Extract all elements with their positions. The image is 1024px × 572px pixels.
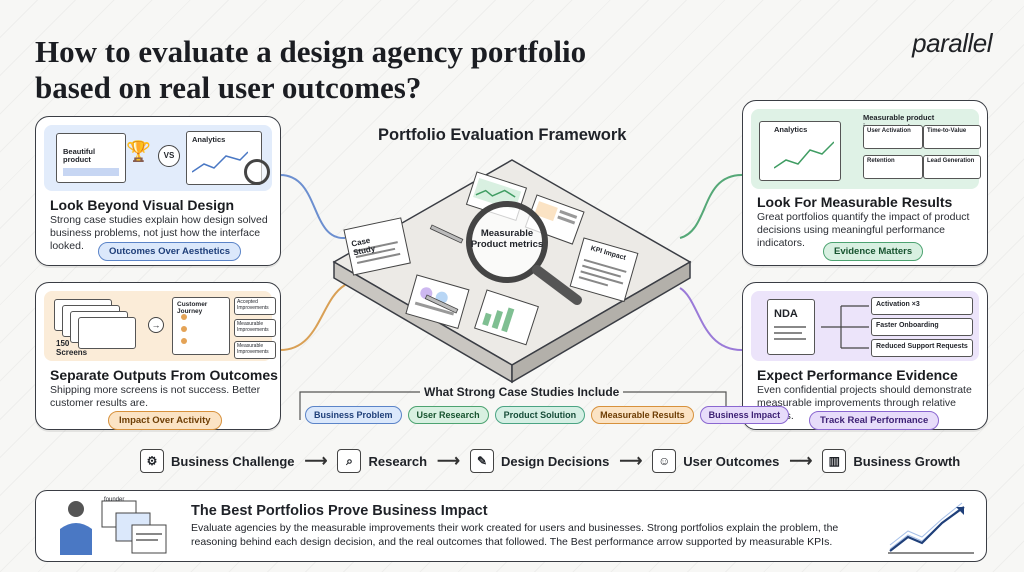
card-performance-evidence: NDA Activation ×3 Faster Onboarding Redu… <box>742 282 988 430</box>
nda-label: NDA <box>774 308 798 320</box>
growth-chart-icon <box>888 502 974 554</box>
analytics-panel: Analytics <box>186 131 262 185</box>
framework-title: Portfolio Evaluation Framework <box>378 126 627 144</box>
screens-stack <box>54 299 136 349</box>
screens-label: 150 Screens <box>56 339 88 357</box>
card-description: Great portfolios quantify the impact of … <box>757 211 970 249</box>
magnifier-icon <box>466 201 582 305</box>
metric-card: User Activation <box>863 125 923 149</box>
flow-step: ☺User Outcomes <box>652 449 779 473</box>
search-icon: ⌕ <box>337 449 362 473</box>
card-description: Even confidential projects should demons… <box>757 384 972 422</box>
pill-outcomes: Outcomes Over Aesthetics <box>98 242 242 261</box>
result-item: Reduced Support Requests <box>871 339 973 357</box>
result-item: Faster Onboarding <box>871 318 973 336</box>
arrow-right-icon: ⟶ <box>789 453 813 470</box>
flow-step: ▥Business Growth <box>822 449 960 473</box>
pencil-icon <box>424 294 459 314</box>
strong-item-business-problem: Business Problem <box>305 406 402 424</box>
card-description: Shipping more screens is not success. Be… <box>50 384 261 409</box>
improvement-item: Measurable Improvements <box>234 341 276 359</box>
doc-kpi <box>569 237 639 303</box>
bottom-description: Evaluate agencies by the measurable impr… <box>191 522 839 548</box>
growth-chart-icon: ▥ <box>822 449 847 473</box>
arrow-right-icon: → <box>148 317 164 333</box>
card-title: Separate Outputs From Outcomes <box>50 367 278 383</box>
illustration-results: Measurable product improvements Analytic… <box>751 109 981 189</box>
analytics-label: Analytics <box>192 135 226 144</box>
brand-logo: parallel <box>912 28 992 58</box>
improvement-item: Measurable Improvements <box>234 319 276 337</box>
founder-illustration <box>60 500 167 555</box>
arrow-right-icon: ⟶ <box>304 453 328 470</box>
nda-document: NDA <box>767 299 815 355</box>
strong-case-list: Business Problem User Research Product S… <box>305 406 790 424</box>
line-chart-icon <box>774 141 834 169</box>
pill-track: Track Real Performance <box>809 411 940 430</box>
analytics-panel: Analytics <box>759 121 841 181</box>
framework-platform <box>332 159 692 384</box>
result-item: Activation ×3 <box>871 297 973 315</box>
metric-card: Retention <box>863 155 923 179</box>
beautiful-product-label: Beautiful product <box>63 147 96 164</box>
card-outputs-outcomes: 150 Screens → Customer Journey Accepted … <box>35 282 281 430</box>
bottom-banner: founder The Best Portfolios Prove Busine… <box>35 490 987 562</box>
card-visual-design: Beautiful product 🏆 VS Analytics Look Be… <box>35 116 281 266</box>
vs-badge: VS <box>158 145 180 167</box>
strong-case-title: What Strong Case Studies Include <box>420 385 624 399</box>
flow-step: ⚙Business Challenge <box>140 449 295 473</box>
card-title: Expect Performance Evidence <box>757 367 958 383</box>
briefcase-icon: ⚙ <box>140 449 164 473</box>
page-title: How to evaluate a design agency portfoli… <box>35 34 587 105</box>
pill-impact: Impact Over Activity <box>108 411 222 430</box>
journey-panel: Customer Journey <box>172 297 230 355</box>
line-chart-icon <box>192 151 248 173</box>
analytics-label: Analytics <box>774 125 808 134</box>
strong-item-user-research: User Research <box>407 406 489 424</box>
pencil-icon: ✎ <box>469 449 494 473</box>
bottom-title: The Best Portfolios Prove Business Impac… <box>191 503 488 519</box>
magnifier-label: Measurable Product metrics <box>470 228 544 250</box>
branch-arrows <box>821 305 869 349</box>
doc-case-study <box>343 217 411 276</box>
card-measurable-results: Measurable product improvements Analytic… <box>742 100 988 266</box>
trophy-icon: 🏆 <box>126 141 151 163</box>
pill-evidence: Evidence Matters <box>823 242 924 261</box>
process-flow: ⚙Business Challenge ⟶ ⌕Research ⟶ ✎Desig… <box>140 449 960 473</box>
arrow-right-icon: ⟶ <box>437 453 460 470</box>
metric-card: Lead Generation <box>923 155 981 179</box>
strong-item-product-solution: Product Solution <box>494 406 586 424</box>
founder-label: founder <box>104 497 125 503</box>
card-description: Strong case studies explain how design s… <box>50 214 268 252</box>
improvement-item: Accepted Improvements <box>234 297 276 315</box>
illustration-visual: Beautiful product 🏆 VS Analytics <box>44 125 272 191</box>
beautiful-product-panel: Beautiful product <box>56 133 126 183</box>
flow-step: ✎Design Decisions <box>469 449 609 473</box>
card-title: Look Beyond Visual Design <box>50 197 235 213</box>
improvement-list: Accepted Improvements Measurable Improve… <box>234 297 276 359</box>
magnifier-icon <box>244 159 270 185</box>
illustration-outputs: 150 Screens → Customer Journey Accepted … <box>44 291 276 361</box>
illustration-performance: NDA Activation ×3 Faster Onboarding Redu… <box>751 291 979 361</box>
flow-step: ⌕Research <box>337 449 427 473</box>
strong-item-measurable-results: Measurable Results <box>591 406 694 424</box>
doc-chart <box>474 289 539 346</box>
journey-label: Customer Journey <box>177 301 208 315</box>
pencil-icon <box>429 224 464 244</box>
card-title: Look For Measurable Results <box>757 194 953 210</box>
strong-item-business-impact: Business Impact <box>699 406 790 424</box>
arrow-right-icon: ⟶ <box>619 453 643 470</box>
users-icon: ☺ <box>652 449 677 473</box>
metric-card: Time-to-Value <box>923 125 981 149</box>
